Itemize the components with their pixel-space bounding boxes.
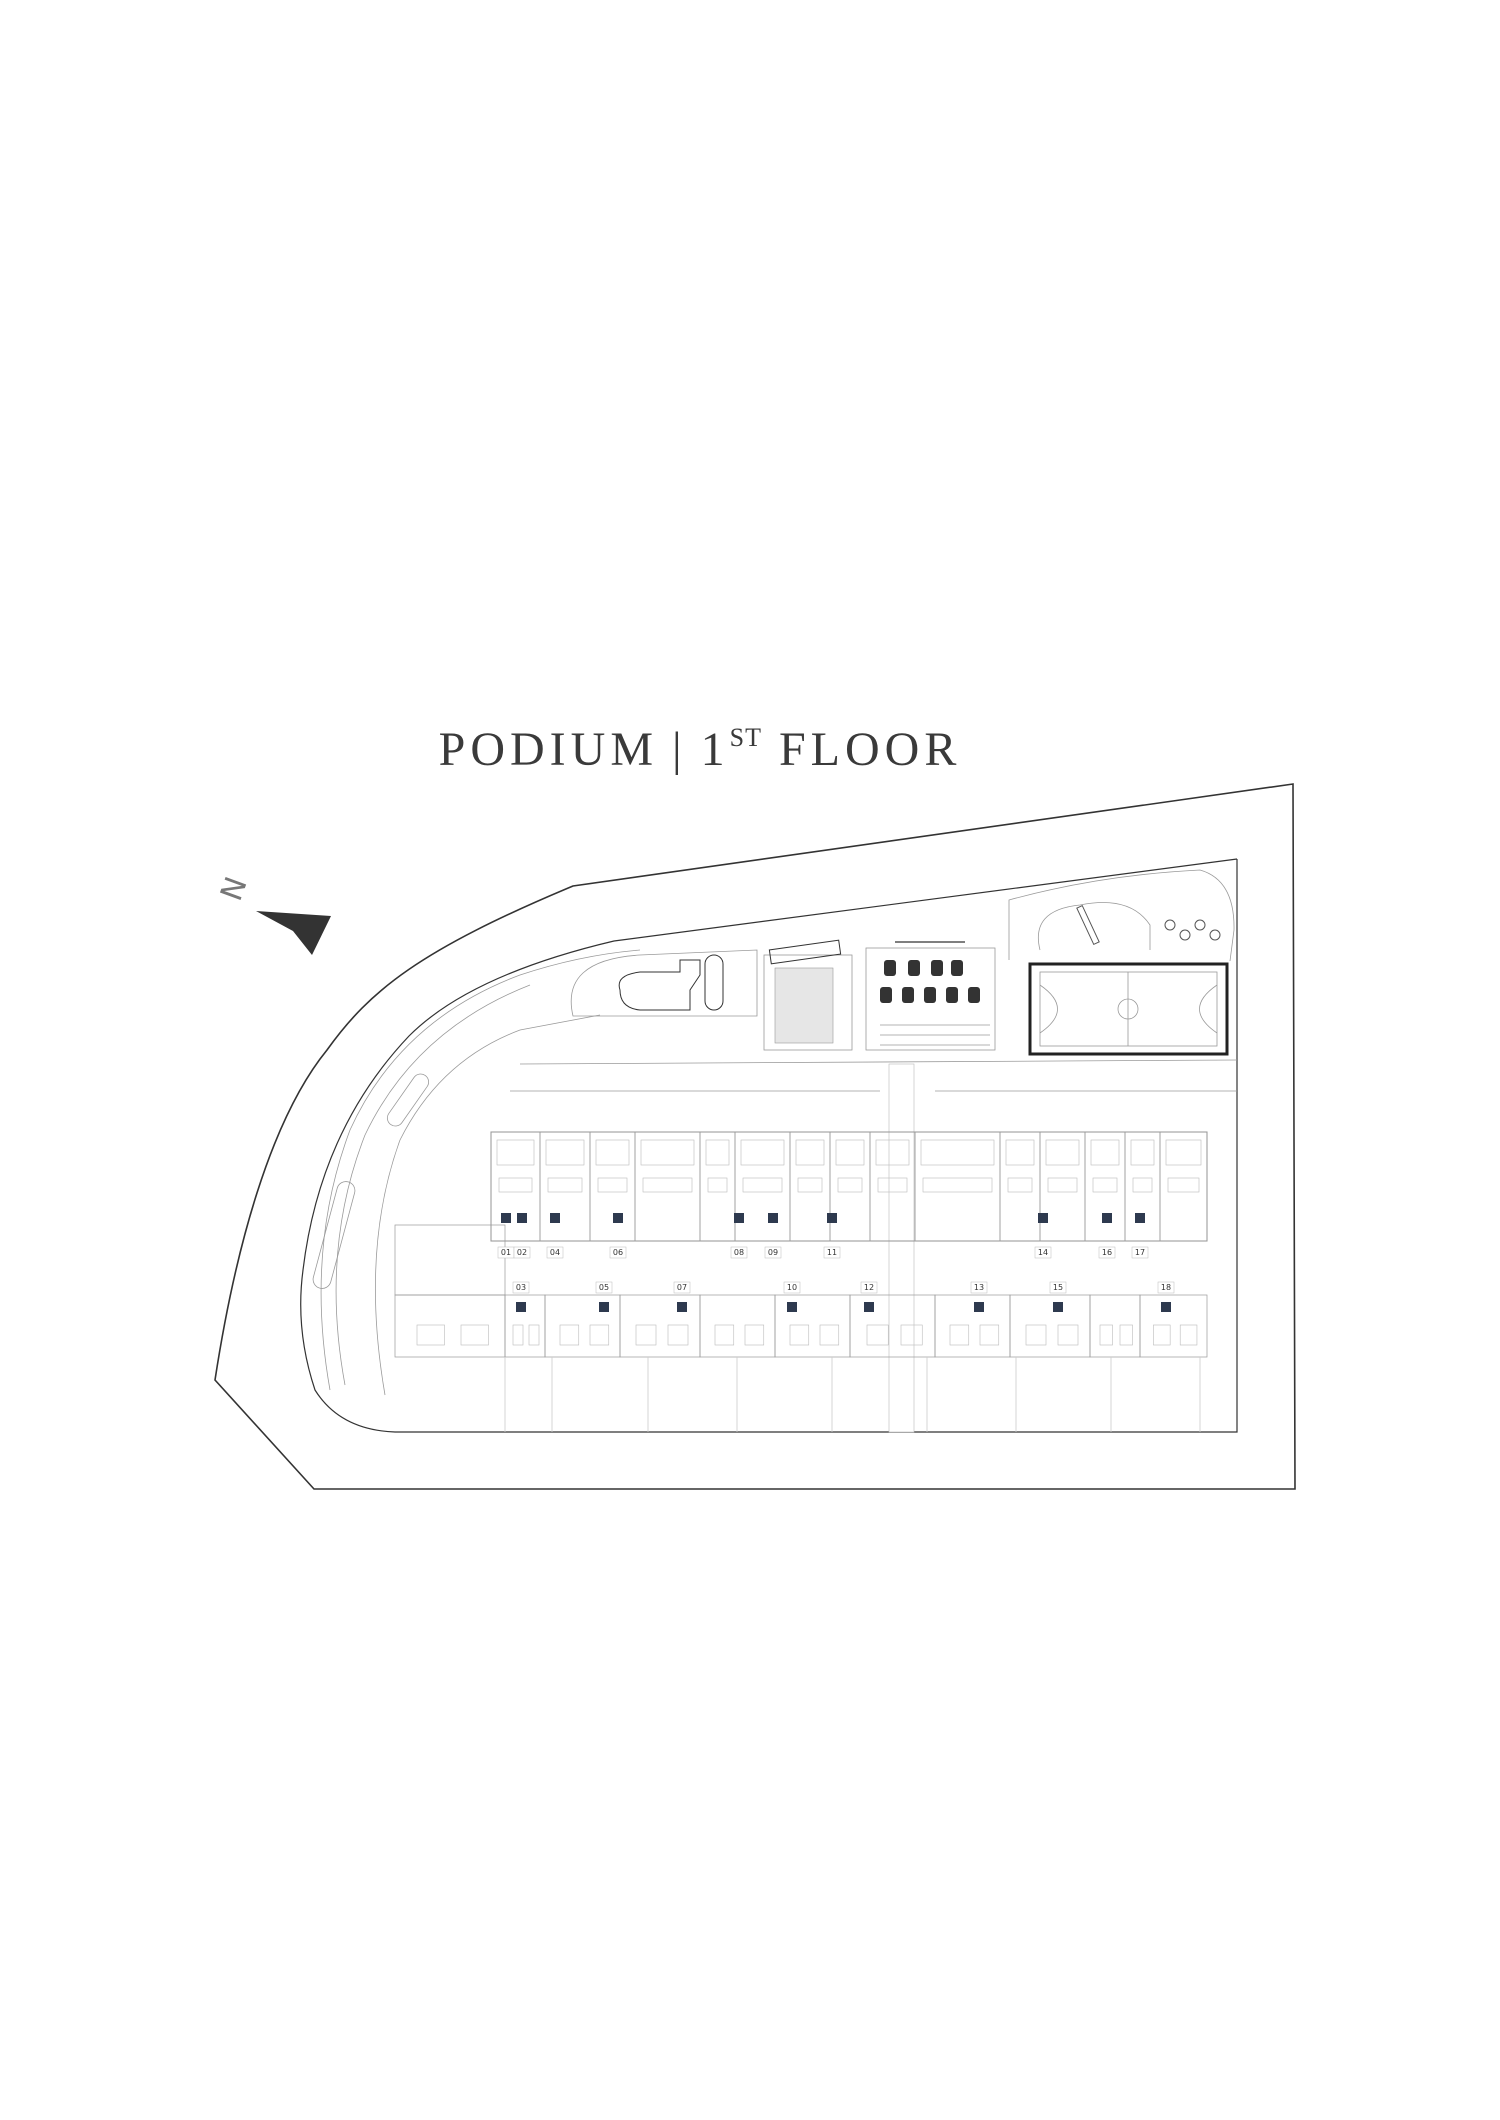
unit-cell [934,1294,1011,1358]
title-floor: FLOOR [778,723,962,776]
unit-labels: 01 02 04 06 08 09 11 14 16 17 03 05 07 10 12 13 15 18 [497,1213,1175,1312]
unit-number[interactable]: 09 [768,1248,778,1257]
unit-entrance-marker [974,1302,984,1312]
title-floor-suffix: ST [729,723,762,752]
unit-number[interactable]: 18 [1161,1283,1171,1292]
unit-entrance-marker [516,1302,526,1312]
unit-cell [1084,1131,1126,1242]
unit-cell [774,1294,851,1358]
unit-entrance-marker [517,1213,527,1223]
unit-entrance-marker [768,1213,778,1223]
unit-cell [1124,1131,1161,1242]
unit-entrance-marker [1053,1302,1063,1312]
cinema-seat [968,987,980,1003]
unit-number[interactable]: 17 [1135,1248,1145,1257]
cinema-seat [951,960,963,976]
unit-cell [1139,1294,1208,1358]
pool-area [570,949,758,1017]
lower-unit-row [394,1224,1208,1358]
unit-cell [999,1131,1041,1242]
title-floor-number: 1 [700,723,730,776]
unit-number[interactable]: 02 [517,1248,527,1257]
playground [1008,869,1235,962]
unit-cell [589,1131,636,1242]
unit-cell [619,1294,701,1358]
podium-bays [504,1357,1201,1432]
unit-cell [1039,1131,1086,1242]
unit-entrance-marker [550,1213,560,1223]
unit-cell [1009,1294,1091,1358]
unit-cell [1159,1131,1208,1242]
unit-number[interactable]: 06 [613,1248,623,1257]
basketball-court [1028,962,1229,1056]
unit-entrance-marker [1038,1213,1048,1223]
unit-number[interactable]: 13 [974,1283,984,1292]
amenity-room [394,1224,506,1296]
unit-number[interactable]: 11 [827,1248,837,1257]
amphitheater [763,939,853,1051]
unit-cell [914,1131,1001,1242]
cinema-seat [908,960,920,976]
landscape-path [312,949,641,1396]
unit-cell [394,1294,506,1358]
north-arrow-icon: N [214,872,331,955]
cinema-seat [880,987,892,1003]
cinema-seat [884,960,896,976]
north-letter: N [214,872,255,905]
unit-cell [539,1131,591,1242]
unit-entrance-marker [787,1302,797,1312]
site-boundary [214,783,1296,1490]
unit-number[interactable]: 08 [734,1248,744,1257]
unit-number[interactable]: 05 [599,1283,609,1292]
unit-number[interactable]: 04 [550,1248,560,1257]
unit-entrance-marker [1102,1213,1112,1223]
unit-number[interactable]: 10 [787,1283,797,1292]
title-podium: PODIUM [438,723,659,776]
title-separator: | [672,723,687,776]
unit-entrance-marker [501,1213,511,1223]
unit-entrance-marker [677,1302,687,1312]
unit-entrance-marker [1135,1213,1145,1223]
cinema-seat [946,987,958,1003]
lobby-corridor [888,1063,915,1433]
unit-entrance-marker [599,1302,609,1312]
unit-cell [634,1131,701,1242]
unit-entrance-marker [613,1213,623,1223]
unit-number[interactable]: 14 [1038,1248,1048,1257]
unit-entrance-marker [827,1213,837,1223]
page-title: PODIUM|1ST FLOOR [0,722,1400,777]
unit-entrance-marker [864,1302,874,1312]
unit-cell [734,1131,791,1242]
unit-number[interactable]: 07 [677,1283,687,1292]
outdoor-cinema [865,941,996,1051]
unit-cell [699,1131,736,1242]
podium-boundary [300,858,1238,1433]
planter-strip [510,1059,1238,1433]
unit-number[interactable]: 16 [1102,1248,1112,1257]
unit-number[interactable]: 03 [516,1283,526,1292]
cinema-seat [931,960,943,976]
cinema-seat [902,987,914,1003]
unit-entrance-marker [1161,1302,1171,1312]
unit-cell [789,1131,831,1242]
unit-entrance-marker [734,1213,744,1223]
upper-unit-row [490,1131,1208,1242]
unit-number[interactable]: 01 [501,1248,511,1257]
unit-cell [1089,1294,1141,1358]
unit-cell [699,1294,776,1358]
unit-number[interactable]: 15 [1053,1283,1063,1292]
unit-number[interactable]: 12 [864,1283,874,1292]
cinema-seat [924,987,936,1003]
unit-cell [829,1131,871,1242]
